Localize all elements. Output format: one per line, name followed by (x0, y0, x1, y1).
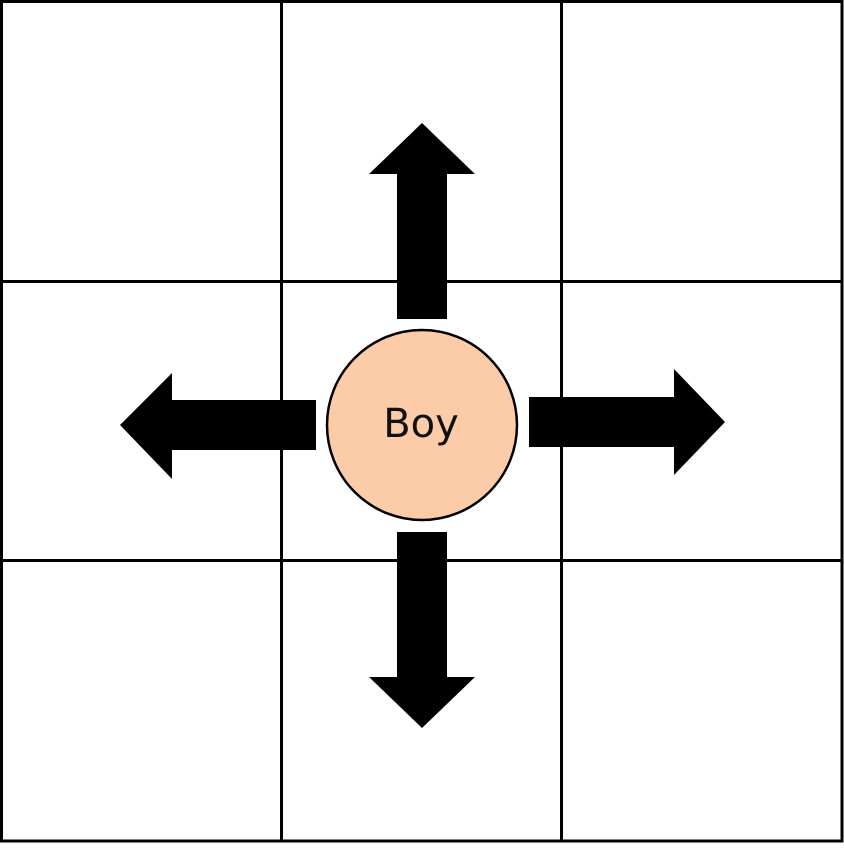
grid-cell-0-0 (0, 0, 283, 283)
arrow-down-icon (369, 532, 475, 728)
arrows (120, 123, 725, 728)
boy-token: Boy (325, 328, 519, 522)
grid-cell-2-0 (0, 559, 283, 843)
arrow-up-icon (369, 123, 475, 319)
boy-circle (325, 328, 519, 522)
grid-cell-0-2 (560, 0, 844, 283)
arrow-left-icon (120, 373, 316, 479)
boy-label: Boy (383, 401, 459, 447)
arrow-right-icon (529, 369, 725, 475)
grid-cell-2-2 (560, 559, 844, 843)
